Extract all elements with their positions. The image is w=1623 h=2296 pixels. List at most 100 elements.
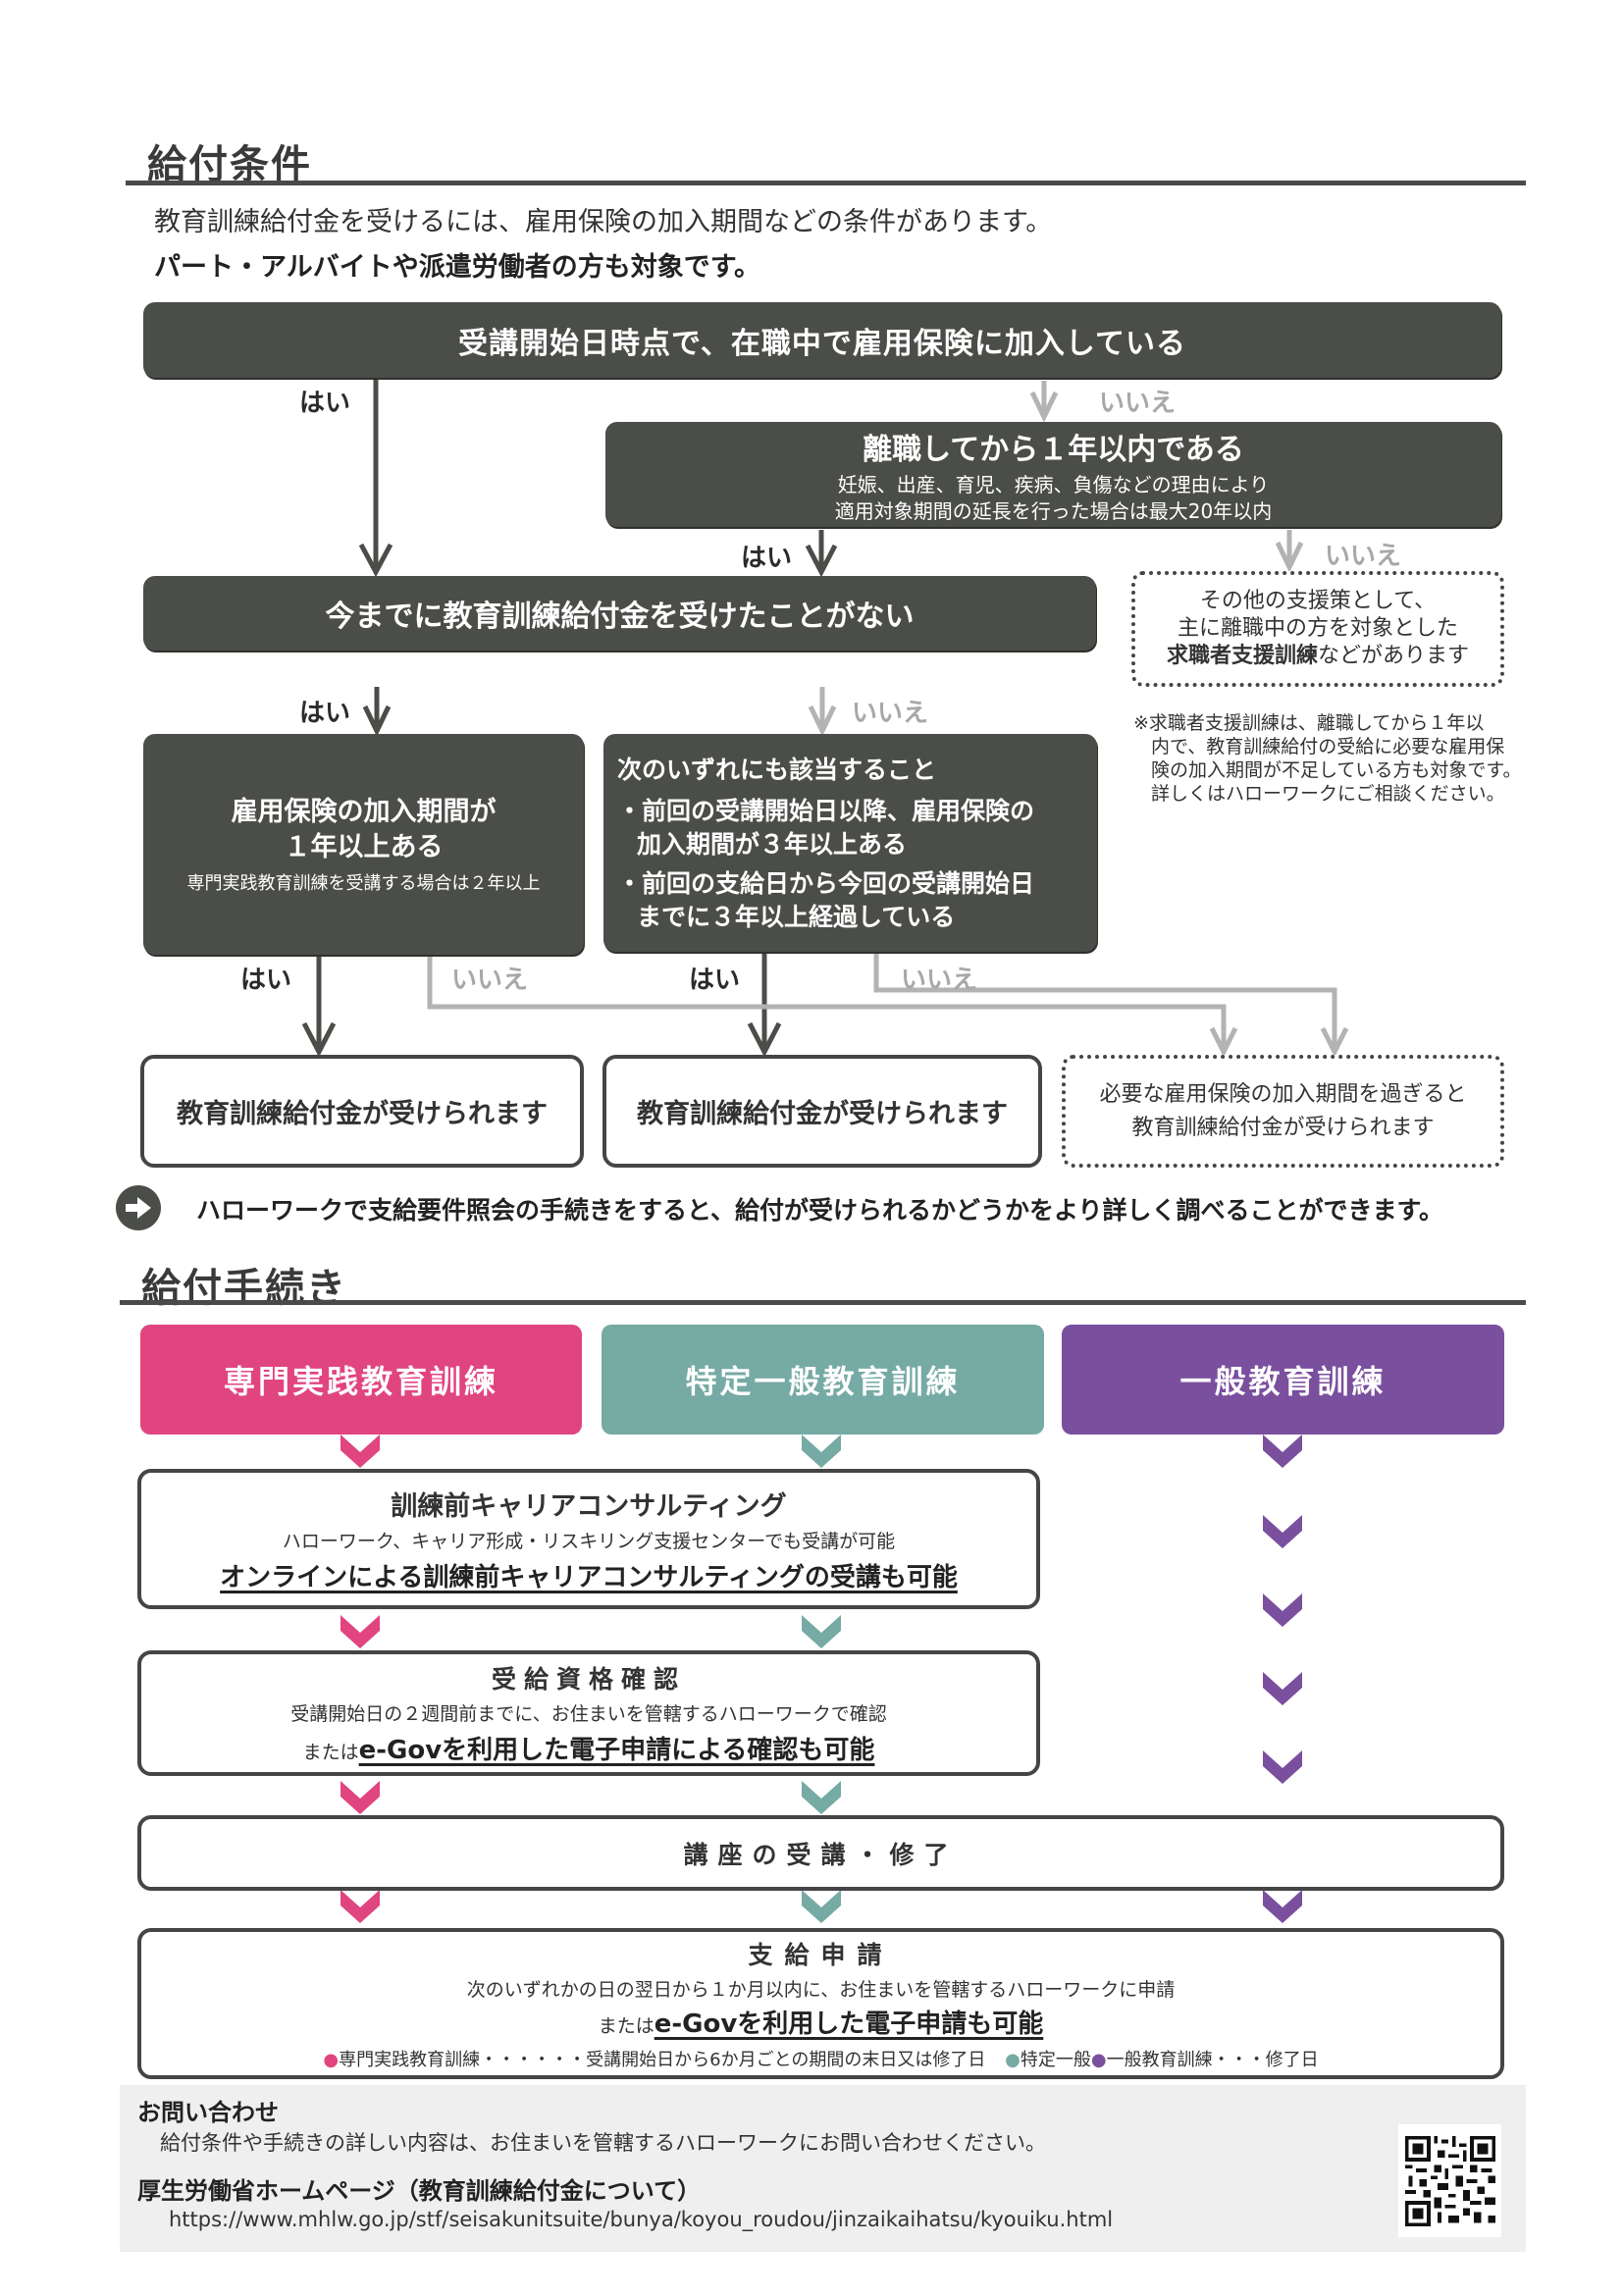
question-text: 今までに教育訓練給付金を受けたことがない xyxy=(325,600,915,634)
heading-rule xyxy=(120,1300,1526,1305)
category-label: 一般教育訓練 xyxy=(1179,1363,1387,1400)
arrow-q1-no xyxy=(1029,381,1059,423)
no-label: いいえ xyxy=(1325,542,1402,571)
question-sub: 専門実践教育訓練を受講する場合は２年以上 xyxy=(186,872,541,894)
step-online-note: オンラインによる訓練前キャリアコンサルティングの受講も可能 xyxy=(220,1563,958,1592)
yes-label: はい xyxy=(299,699,351,728)
pink-dot-icon: ● xyxy=(323,2050,340,2070)
arrow-q5-yes xyxy=(747,952,782,1058)
question-sub: 妊娠、出産、育児、疾病、負傷などの理由により xyxy=(837,472,1270,496)
question-text: 雇用保険の加入期間が xyxy=(231,796,497,827)
step-sub: 次のいずれかの日の翌日から１か月以内に、お住まいを管轄するハローワークに申請 xyxy=(466,1979,1176,2001)
category-general: 一般教育訓練 xyxy=(1062,1325,1504,1435)
question-title: 離職してから１年以内である xyxy=(863,432,1244,467)
arrow-q4-no xyxy=(427,955,1238,1058)
chevron-down-icon xyxy=(802,1615,841,1648)
result-eligible: 教育訓練給付金が受けられます xyxy=(602,1055,1042,1168)
chevron-down-icon xyxy=(340,1435,380,1468)
chevron-down-icon xyxy=(1263,1593,1302,1627)
step-title: 受給資格確認 xyxy=(491,1665,686,1694)
result-eligible: 教育訓練給付金が受けられます xyxy=(140,1055,584,1168)
result-text: 教育訓練給付金が受けられます xyxy=(177,1099,548,1129)
category-label: 専門実践教育訓練 xyxy=(223,1363,498,1400)
no-label: いいえ xyxy=(852,699,929,728)
legend-text: 受講開始日から6か月ごとの期間の末日又は修了日 xyxy=(586,2050,986,2070)
condition-item: ・前回の受講開始日以降、雇用保険の xyxy=(617,797,1035,825)
chevron-down-icon xyxy=(802,1781,841,1814)
step-benefit-application: 支給申請 次のいずれかの日の翌日から１か月以内に、お住まいを管轄するハローワーク… xyxy=(137,1928,1504,2079)
note-line: ※求職者支援訓練は、離職してから１年以 xyxy=(1133,712,1485,734)
question-sub: 適用対象期間の延長を行った場合は最大20年以内 xyxy=(834,498,1273,523)
category-label: 特定一般教育訓練 xyxy=(685,1363,961,1400)
arrow-right-circle-icon xyxy=(116,1185,161,1230)
question-all-conditions: 次のいずれにも該当すること ・前回の受講開始日以降、雇用保険の 加入期間が３年以… xyxy=(603,734,1097,952)
condition-item: までに３年以上経過している xyxy=(637,903,956,931)
note-line: 詳しくはハローワークにご相談ください。 xyxy=(1151,783,1505,805)
arrow-q5-no xyxy=(873,952,1349,1058)
qr-code-icon xyxy=(1404,2135,1495,2226)
step-sub: ハローワーク、キャリア形成・リスキリング支援センターでも受講が可能 xyxy=(282,1531,896,1552)
result-text: 教育訓練給付金が受けられます xyxy=(1131,1115,1435,1140)
no-label: いいえ xyxy=(1099,389,1177,418)
yes-label: はい xyxy=(689,965,741,995)
condition-item: ・前回の支給日から今回の受講開始日 xyxy=(617,869,1035,898)
category-specified-general: 特定一般教育訓練 xyxy=(602,1325,1044,1435)
step-egov-note: e-Govを利用した電子申請による確認も可能 xyxy=(358,1736,875,1765)
question-title: 次のいずれにも該当すること xyxy=(617,756,937,784)
step-qualification-check: 受給資格確認 受講開始日の２週間前までに、お住まいを管轄するハローワークで確認 … xyxy=(137,1650,1040,1776)
arrow-q2-no xyxy=(1275,530,1304,573)
step-prefix: または xyxy=(598,2015,654,2037)
step-title: 訓練前キャリアコンサルティング xyxy=(391,1491,787,1522)
result-text: 教育訓練給付金が受けられます xyxy=(637,1099,1008,1129)
other-support-line: などがあります xyxy=(1318,644,1470,668)
chevron-down-icon xyxy=(1263,1750,1302,1784)
note-line: 険の加入期間が不足している方も対象です。 xyxy=(1151,759,1522,781)
other-support-box: その他の支援策として、 主に離職中の方を対象とした 求職者支援訓練などがあります xyxy=(1131,571,1504,687)
arrow-q3-no xyxy=(808,687,837,737)
other-support-line: 主に離職中の方を対象とした xyxy=(1177,616,1458,641)
conditions-intro: 教育訓練給付金を受けるには、雇用保険の加入期間などの条件があります。 xyxy=(154,207,1053,237)
legend-label: 専門実践教育訓練 xyxy=(339,2050,481,2070)
no-label: いいえ xyxy=(901,965,978,995)
question-insured-one-year: 雇用保険の加入期間が １年以上ある 専門実践教育訓練を受講する場合は２年以上 xyxy=(143,734,584,955)
legend-text: 修了日 xyxy=(1265,2050,1319,2070)
yes-label: はい xyxy=(741,544,793,573)
heading-rule xyxy=(126,181,1526,185)
legend-dots: ・・・ xyxy=(1212,2050,1266,2070)
legend-label: 一般教育訓練 xyxy=(1106,2050,1213,2070)
chevron-down-icon xyxy=(1263,1672,1302,1705)
result-text: 必要な雇用保険の加入期間を過ぎると xyxy=(1099,1081,1467,1107)
note-line: 内で、教育訓練給付の受給に必要な雇用保 xyxy=(1151,736,1505,757)
arrow-q4-yes xyxy=(301,955,337,1058)
homepage-heading: 厚生労働省ホームページ（教育訓練給付金について） xyxy=(137,2177,702,2205)
contact-text: 給付条件や手続きの詳しい内容は、お住まいを管轄するハローワークにお問い合わせくだ… xyxy=(160,2131,1046,2155)
arrow-q1-yes xyxy=(358,378,393,578)
step-career-consulting: 訓練前キャリアコンサルティング ハローワーク、キャリア形成・リスキリング支援セン… xyxy=(137,1469,1040,1609)
step-prefix: または xyxy=(302,1742,359,1763)
conditions-intro-bold: パート・アルバイトや派遣労働者の方も対象です。 xyxy=(154,252,761,283)
qr-code[interactable] xyxy=(1398,2124,1501,2237)
question-employed-insured: 受講開始日時点で、在職中で雇用保険に加入している xyxy=(143,302,1501,378)
chevron-down-icon xyxy=(340,1890,380,1923)
arrow-q2-yes xyxy=(805,530,838,578)
homepage-url[interactable]: https://www.mhlw.go.jp/stf/seisakunitsui… xyxy=(169,2208,1114,2231)
legend-label: 特定一般 xyxy=(1020,2050,1091,2070)
chevron-down-icon xyxy=(1263,1435,1302,1468)
step-egov-note: e-Govを利用した電子申請も可能 xyxy=(654,2009,1044,2039)
contact-heading: お問い合わせ xyxy=(137,2099,279,2126)
legend-dots: ・・・・・・ xyxy=(480,2050,587,2070)
step-title: 支給申請 xyxy=(748,1941,894,1969)
procedure-chevrons xyxy=(340,1435,1302,1923)
yes-label: はい xyxy=(240,965,292,995)
step-course-completion: 講座の受講・修了 xyxy=(137,1815,1504,1891)
teal-dot-icon: ● xyxy=(1005,2050,1021,2070)
purple-dot-icon: ● xyxy=(1090,2050,1107,2070)
conditions-heading: 給付条件 xyxy=(147,142,312,187)
category-professional-practical: 専門実践教育訓練 xyxy=(140,1325,582,1435)
job-seeker-training: 求職者支援訓練 xyxy=(1166,644,1318,668)
other-support-line: その他の支援策として、 xyxy=(1199,589,1437,613)
step-title: 講座の受講・修了 xyxy=(683,1840,959,1869)
question-never-received: 今までに教育訓練給付金を受けたことがない xyxy=(143,576,1096,651)
condition-item: 加入期間が３年以上ある xyxy=(637,830,908,859)
yes-label: はい xyxy=(299,389,351,418)
